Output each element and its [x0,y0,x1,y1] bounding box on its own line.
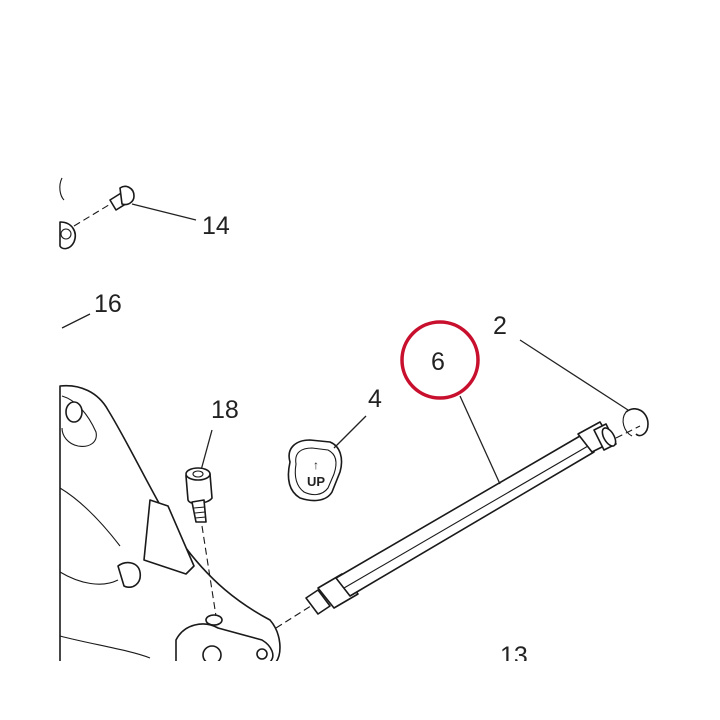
part-4-cover: ↑ UP [287,439,343,502]
callout-2: 2 [493,312,507,340]
part-6-shaft [275,421,617,629]
highlight-circle [400,320,480,400]
bottom-crop [0,661,720,720]
callout-16: 16 [94,290,122,318]
leader-4 [333,415,367,449]
cover-up-text: UP [307,474,325,489]
callout-18: 18 [211,396,239,424]
leader-14 [131,203,197,221]
leader-2 [519,339,629,411]
part-2-ring [615,408,649,439]
cover-arrow-text: ↑ [313,458,319,472]
part-18-bolt [185,429,217,617]
part-14-screw [59,177,135,250]
callout-6: 6 [431,348,445,376]
leader-18 [199,429,213,475]
callout-4: 4 [368,385,382,413]
housing-bracket [59,384,281,665]
callout-14: 14 [202,212,230,240]
leader-6 [459,395,501,485]
leader-16 [61,313,91,329]
